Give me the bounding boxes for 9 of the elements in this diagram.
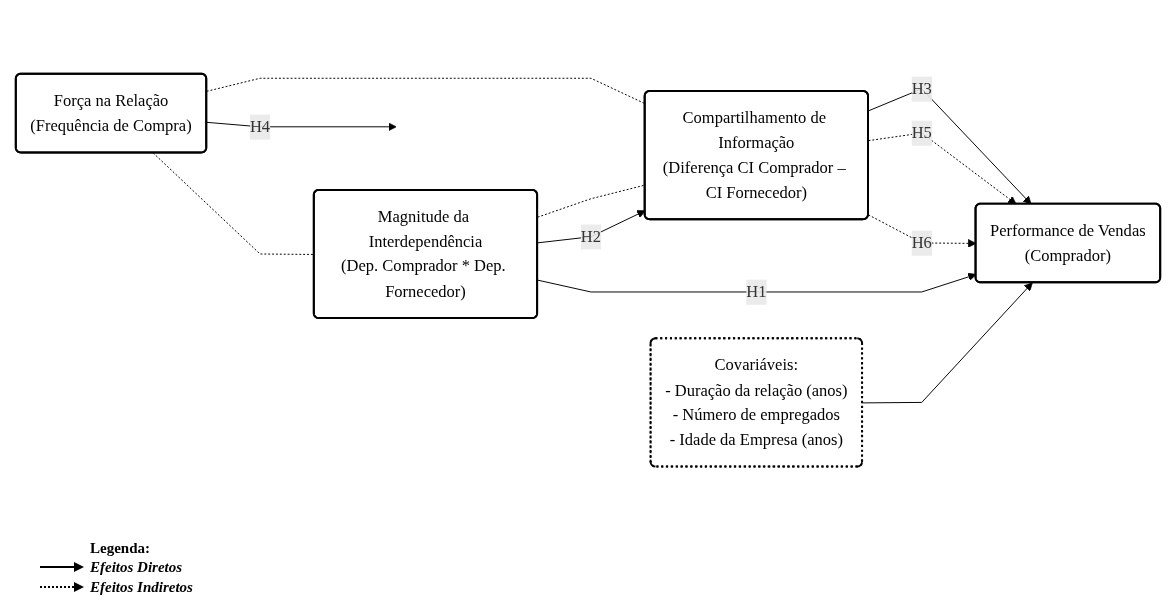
edge-label: H6 bbox=[911, 233, 932, 252]
legend-title: Legenda: bbox=[90, 540, 151, 557]
edge-label: H1 bbox=[745, 282, 766, 301]
edge-label: H2 bbox=[580, 227, 601, 246]
edge-label: H3 bbox=[911, 79, 932, 98]
legend-text: Efeitos Diretos bbox=[90, 558, 183, 576]
legend-text: Efeitos Indiretos bbox=[90, 578, 193, 596]
edge-label: H4 bbox=[249, 117, 270, 136]
edge-label: H5 bbox=[911, 123, 932, 142]
